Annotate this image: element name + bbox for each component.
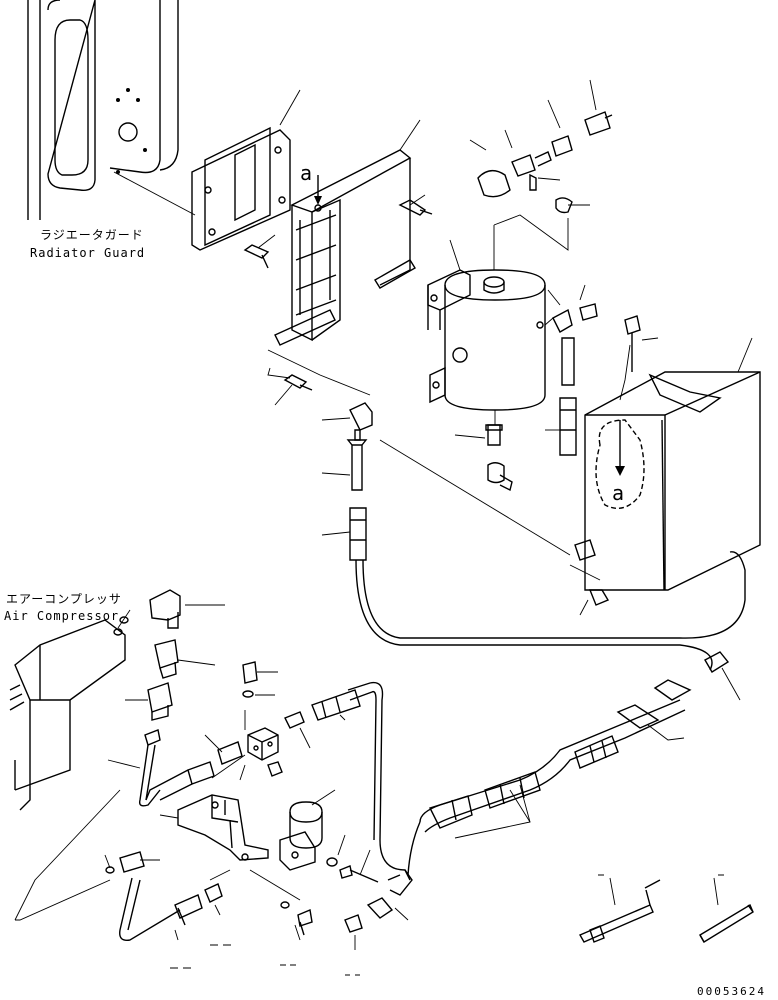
air-hose-lower xyxy=(419,699,686,839)
leader-lines xyxy=(170,874,724,976)
bolt xyxy=(267,367,313,406)
tank-cover: a xyxy=(379,315,761,616)
tank-fittings xyxy=(469,79,613,333)
tank-bracket: a xyxy=(243,119,433,396)
compressor-fittings xyxy=(107,589,225,807)
document-number: 00053624 xyxy=(697,985,766,998)
elbow-fitting xyxy=(321,402,373,491)
radiator-guard-label-jp: ラジエータガード xyxy=(40,228,144,242)
tube-details xyxy=(579,877,754,943)
dryer-tubes xyxy=(104,851,363,950)
connector-block xyxy=(145,661,311,801)
air-compressor-label-en: Air Compressor xyxy=(4,609,120,623)
radiator-guard-label-en: Radiator Guard xyxy=(30,246,146,260)
view-marker-a: a xyxy=(300,161,312,185)
hose-right xyxy=(545,337,577,456)
air-compressor xyxy=(9,609,131,921)
view-marker-a: a xyxy=(612,481,624,505)
air-hose-left xyxy=(311,681,421,921)
clamps xyxy=(616,651,741,741)
air-dryer xyxy=(159,789,379,901)
air-tank xyxy=(427,225,546,411)
mounting-plate xyxy=(191,89,301,251)
drain-valve xyxy=(454,410,513,492)
tube-protector xyxy=(321,507,367,561)
air-compressor-label-jp: エアーコンプレッサ xyxy=(6,592,122,606)
air-hose-upper xyxy=(355,551,746,671)
radiator-guard xyxy=(27,0,196,220)
